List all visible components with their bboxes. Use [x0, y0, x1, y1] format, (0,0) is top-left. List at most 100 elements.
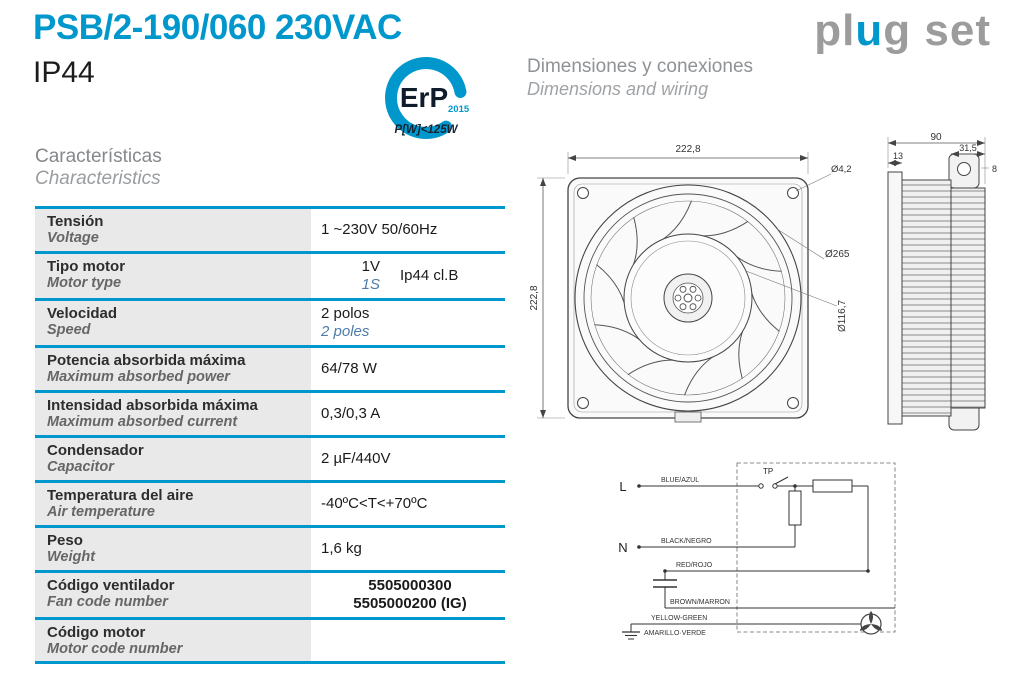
dimensions-heading-en: Dimensions and wiring	[527, 78, 709, 99]
row-value: -40ºC<T<+70ºC	[311, 482, 505, 525]
table-row-max-power: Potencia absorbida máxima Maximum absorb…	[35, 344, 505, 390]
label-es: Intensidad absorbida máxima	[47, 396, 258, 414]
row-value: 64/78 W	[311, 347, 505, 390]
label-en: Voltage	[47, 230, 99, 247]
label-en: Motor code number	[47, 640, 183, 657]
fan-hub	[663, 273, 713, 323]
l-terminal-label: L	[619, 479, 626, 494]
row-label: Peso Weight	[35, 527, 311, 570]
ip-rating: IP44	[33, 56, 95, 89]
row-label: Velocidad Speed	[35, 300, 311, 345]
label-es: Peso	[47, 531, 83, 549]
dim-hole-label: Ø4,2	[831, 164, 852, 175]
front-view-dimensions	[537, 152, 838, 419]
dim-width-label: 222,8	[675, 144, 700, 155]
characteristics-heading: Características Characteristics	[35, 146, 162, 190]
fan-side-view	[887, 153, 986, 431]
value-stack: 1V 1S	[362, 258, 380, 294]
dim-outer-label: Ø265	[825, 249, 850, 260]
product-title: PSB/2-190/060 230VAC	[33, 8, 402, 47]
row-value: 2 polos 2 poles	[311, 300, 505, 345]
value-line: 1 ~230V 50/60Hz	[321, 220, 438, 238]
value-side: Ip44 cl.B	[399, 266, 459, 284]
row-value	[311, 619, 505, 662]
wire-amarillo-label: AMARILLO·VERDE	[644, 630, 706, 637]
table-row-max-current: Intensidad absorbida máxima Maximum abso…	[35, 389, 505, 435]
aux-winding-icon	[788, 490, 802, 526]
side-view-dimensions	[887, 137, 989, 184]
dim-body-label: 31,5	[959, 143, 977, 153]
row-value: 2 µF/440V	[311, 437, 505, 480]
capacitor-icon	[653, 571, 677, 608]
row-label: Código ventilador Fan code number	[35, 572, 311, 617]
brand-logo-gray2: g set	[883, 6, 991, 55]
fan-code-1: 5505000300	[368, 576, 452, 594]
label-es: Temperatura del aire	[47, 486, 194, 504]
main-winding-icon	[812, 479, 853, 493]
erp-power-label: P[W]<125W	[395, 124, 459, 136]
motor-symbol-icon	[858, 611, 884, 635]
row-value: 1 ~230V 50/60Hz	[311, 209, 505, 251]
label-es: Potencia absorbida máxima	[47, 351, 246, 369]
row-label: Intensidad absorbida máxima Maximum abso…	[35, 392, 311, 435]
table-row-capacitor: Condensador Capacitor 2 µF/440V	[35, 434, 505, 480]
label-es: Condensador	[47, 441, 144, 459]
value-line-alt: 1S	[361, 275, 380, 293]
value-line: 1V	[361, 257, 380, 275]
tp-contact-icon	[758, 483, 764, 489]
characteristics-heading-en: Characteristics	[35, 167, 161, 189]
row-label: Tensión Voltage	[35, 209, 311, 251]
technical-drawing: 222,8 222,8 Ø4,2 Ø265 Ø116,7 90 13 31,5 …	[529, 132, 997, 640]
row-label: Temperatura del aire Air temperature	[35, 482, 311, 525]
wire-yellowgreen-label: YELLOW-GREEN	[651, 615, 707, 622]
label-en: Speed	[47, 322, 91, 339]
erp-label: ErP	[400, 82, 448, 113]
fan-code-2: 5505000200 (IG)	[353, 594, 467, 612]
table-row-voltage: Tensión Voltage 1 ~230V 50/60Hz	[35, 206, 505, 251]
label-en: Capacitor	[47, 459, 114, 476]
n-terminal-label: N	[618, 540, 627, 555]
label-en: Maximum absorbed current	[47, 414, 238, 431]
row-value: 0,3/0,3 A	[311, 392, 505, 435]
table-row-air-temperature: Temperatura del aire Air temperature -40…	[35, 479, 505, 525]
dim-flange-label: 13	[893, 151, 903, 161]
tp-contact-icon	[772, 483, 778, 489]
dimensions-heading-es: Dimensiones y conexiones	[527, 56, 754, 77]
table-row-motor-code: Código motor Motor code number	[35, 616, 505, 662]
row-label: Condensador Capacitor	[35, 437, 311, 480]
value-line: 2 µF/440V	[321, 449, 391, 467]
table-row-motor-type: Tipo motor Motor type 1V 1S Ip44 cl.B	[35, 250, 505, 298]
row-value: 1V 1S Ip44 cl.B	[311, 253, 505, 298]
row-label: Potencia absorbida máxima Maximum absorb…	[35, 347, 311, 390]
erp-swoosh-icon	[385, 57, 467, 139]
label-es: Código motor	[47, 623, 146, 641]
dim-height-label: 222,8	[529, 285, 540, 310]
label-es: Tipo motor	[47, 257, 126, 275]
value-line: 64/78 W	[321, 359, 377, 377]
label-en: Weight	[47, 548, 96, 565]
label-en: Motor type	[47, 275, 122, 292]
table-row-speed: Velocidad Speed 2 polos 2 poles	[35, 297, 505, 345]
row-value: 1,6 kg	[311, 527, 505, 570]
terminal-box	[674, 411, 702, 423]
dim-tab-label: 8	[992, 164, 997, 174]
wire-black-label: BLACK/NEGRO	[661, 538, 712, 545]
fan-front-view	[567, 177, 809, 423]
value-line: 0,3/0,3 A	[321, 404, 381, 422]
wire-blue-label: BLUE/AZUL	[661, 477, 699, 484]
table-row-fan-code: Código ventilador Fan code number 550500…	[35, 569, 505, 617]
tp-label: TP	[763, 467, 773, 476]
row-label: Tipo motor Motor type	[35, 253, 311, 298]
characteristics-heading-es: Características	[35, 146, 162, 167]
dimensions-heading: Dimensiones y conexiones Dimensions and …	[527, 56, 753, 100]
row-label: Código motor Motor code number	[35, 619, 311, 662]
value-line-alt: 2 poles	[321, 322, 370, 340]
value-line: 1,6 kg	[321, 539, 362, 557]
dim-inner-label: Ø116,7	[837, 300, 848, 332]
label-es: Código ventilador	[47, 576, 175, 594]
label-es: Velocidad	[47, 304, 118, 322]
label-es: Tensión	[47, 213, 104, 230]
row-value: 5505000300 5505000200 (IG)	[311, 572, 505, 617]
wire-brown-label: BROWN/MARRON	[670, 599, 730, 606]
